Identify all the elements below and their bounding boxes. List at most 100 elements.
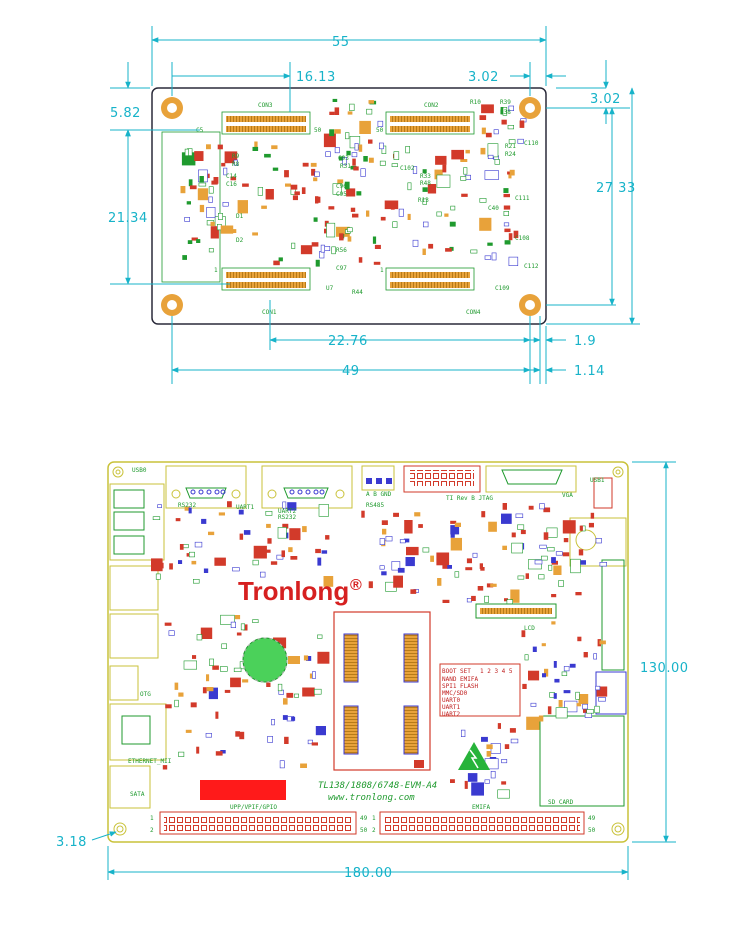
smd-component (471, 782, 484, 796)
smd-component (180, 186, 186, 194)
smd-component (323, 133, 336, 148)
top-edge-connectors (165, 465, 613, 509)
smd-component (334, 147, 340, 154)
smd-component (508, 256, 519, 267)
smd-component (242, 183, 249, 187)
smd-component (558, 700, 563, 707)
smd-component (538, 715, 544, 722)
label-c93: C93 (338, 155, 349, 162)
smd-component (597, 639, 601, 647)
smd-component (238, 509, 244, 515)
smd-component (471, 595, 476, 601)
smd-component (374, 244, 381, 249)
smd-component (526, 716, 540, 730)
label-vga: VGA (562, 492, 573, 499)
smd-component (501, 759, 508, 764)
smd-component (368, 581, 373, 589)
smd-component (501, 513, 512, 524)
smd-component (332, 98, 338, 102)
smd-component (282, 715, 288, 720)
smd-component (422, 547, 430, 553)
smd-component (239, 731, 245, 740)
label-uart2: UART2 (278, 508, 296, 515)
smd-component (599, 640, 606, 645)
smd-component (596, 686, 608, 697)
smd-component (209, 658, 214, 666)
smd-component (276, 554, 284, 560)
smd-component (199, 204, 205, 213)
smd-component (575, 592, 582, 596)
smd-component (351, 152, 358, 158)
smd-component (277, 683, 283, 692)
smd-component (590, 512, 595, 519)
brand-reg-mark: ® (350, 577, 362, 594)
smd-component (484, 779, 490, 784)
smd-component (454, 522, 461, 527)
smd-component (317, 634, 323, 639)
smd-component (451, 149, 464, 160)
smd-component (210, 226, 219, 239)
smd-component (345, 132, 350, 140)
smd-component (284, 170, 289, 178)
smd-component (235, 731, 240, 737)
smd-component (252, 559, 259, 566)
smd-component (179, 544, 184, 550)
smd-component (442, 564, 449, 569)
smd-component (191, 560, 197, 565)
smd-component (553, 693, 557, 699)
smd-component (382, 528, 387, 535)
smd-component (347, 236, 352, 242)
label-d2: D2 (236, 237, 244, 244)
label-c40: C40 (488, 205, 499, 212)
smd-component (501, 119, 507, 125)
smd-component (317, 651, 330, 664)
smd-component (547, 706, 552, 715)
smd-component (422, 187, 428, 192)
smd-component (200, 627, 213, 639)
label-r38: R38 (500, 109, 511, 116)
smd-component (379, 160, 386, 166)
dim-right-top: 3.02 (590, 92, 621, 107)
smd-component (342, 157, 347, 166)
smd-component (282, 501, 287, 509)
smd-component (352, 158, 356, 166)
smd-component (392, 221, 398, 228)
smd-component (271, 718, 275, 726)
label-sata: SATA (130, 791, 145, 798)
smd-component (450, 779, 455, 783)
smd-component (563, 538, 569, 543)
smd-component (508, 173, 512, 179)
smd-component (332, 183, 342, 195)
smd-component (378, 142, 384, 150)
smd-component (510, 589, 520, 603)
smd-component (168, 630, 175, 636)
smd-component (595, 685, 601, 691)
smd-component (358, 144, 363, 152)
smd-component (504, 228, 511, 233)
dim-board-width: 180.00 (344, 866, 393, 881)
smd-component (576, 703, 582, 707)
dim-board-height: 130.00 (640, 661, 689, 676)
smd-component (215, 711, 219, 719)
smd-component (230, 621, 237, 628)
boot-set-cols: 1 2 3 4 5 (480, 668, 513, 675)
smd-component (288, 547, 293, 553)
smd-component (485, 132, 492, 138)
smd-component (381, 520, 388, 525)
boot-row-3: UART0 (442, 697, 460, 704)
smd-component (504, 598, 508, 602)
smd-component (337, 179, 344, 184)
smd-component (237, 200, 248, 214)
smd-component (450, 525, 460, 535)
smd-component (472, 552, 478, 558)
smd-component (539, 544, 547, 549)
smd-component (427, 184, 437, 194)
smd-component (316, 196, 321, 203)
dim-height: 27 33 (596, 181, 636, 196)
smd-component (524, 654, 529, 661)
smd-component (358, 257, 363, 263)
smd-component (303, 655, 309, 661)
smd-component (300, 245, 313, 255)
smd-component (175, 518, 181, 522)
smd-component (497, 789, 510, 799)
